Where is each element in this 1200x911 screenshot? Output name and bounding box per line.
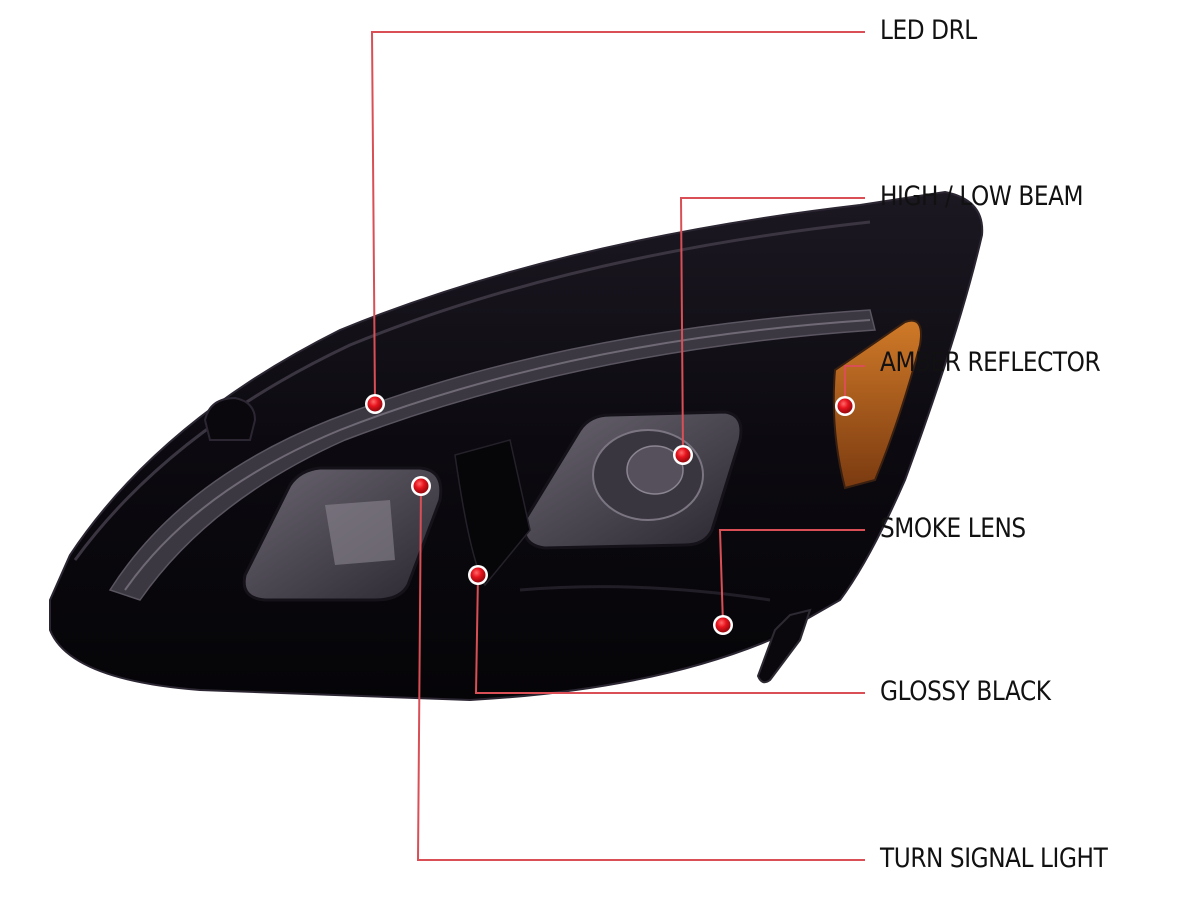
mounting-tab [203, 396, 257, 441]
smoke-lens-label: SMOKE LENS [880, 513, 1026, 544]
led-drl-bar [108, 309, 876, 601]
amber-reflector-marker [837, 398, 853, 414]
amber-reflector-leader-line [844, 365, 865, 406]
led-drl-label: LED DRL [880, 15, 977, 46]
housing-top-ridge [73, 220, 871, 561]
smoke-lens-leader-line [718, 529, 865, 626]
projector-lens-inner [626, 445, 684, 495]
amber-reflector-lens [832, 319, 922, 490]
wiring-harness [756, 608, 812, 684]
high-low-beam-label: HIGH / LOW BEAM [880, 181, 1084, 212]
smoke-lens-marker [715, 617, 731, 633]
turn-signal-bulb [325, 500, 395, 565]
amber-reflector-label: AMBER REFLECTOR [880, 347, 1101, 378]
high-low-beam-leader-line [679, 197, 865, 456]
glossy-black-marker [470, 567, 486, 583]
turn-signal-light-marker [413, 478, 429, 494]
lower-trim [519, 585, 771, 602]
glossy-black-divider [454, 439, 531, 587]
led-drl-bar-highlight [124, 319, 871, 591]
high-low-beam-marker [675, 447, 691, 463]
turn-signal-light-label: TURN SIGNAL LIGHT [880, 843, 1108, 874]
led-drl-marker [367, 396, 383, 412]
led-drl-leader-line [370, 31, 865, 405]
turn-signal-light-leader-line [416, 485, 865, 861]
glossy-black-leader-line [474, 574, 865, 694]
glossy-black-label: GLOSSY BLACK [880, 676, 1051, 707]
